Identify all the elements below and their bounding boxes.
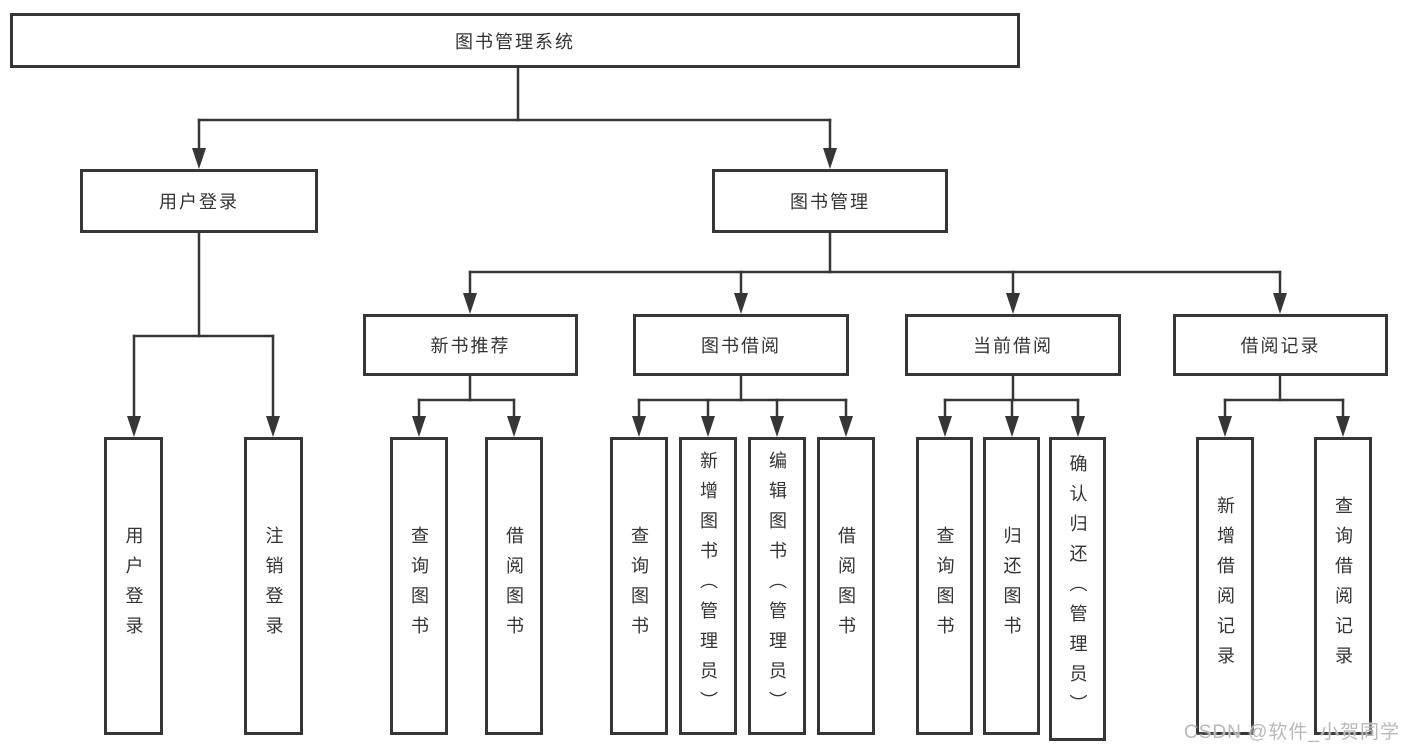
node-current-borrow: 当前借阅 — [905, 314, 1121, 376]
node-book-management: 图书管理 — [712, 169, 948, 233]
node-label: 编辑图书（管理员） — [767, 451, 787, 721]
leaf-logout: 注销登录 — [244, 437, 303, 735]
node-label: 查询借阅记录 — [1333, 496, 1353, 676]
node-label: 借阅图书 — [836, 526, 856, 646]
leaf-add-borrow-record: 新增借阅记录 — [1196, 437, 1254, 735]
node-label: 借阅图书 — [504, 526, 524, 646]
node-book-borrow: 图书借阅 — [633, 314, 849, 376]
leaf-query-books-current: 查询图书 — [916, 437, 973, 735]
node-label: 新书推荐 — [430, 336, 511, 356]
node-borrow-records: 借阅记录 — [1173, 314, 1388, 376]
node-label: 图书管理系统 — [455, 31, 575, 52]
leaf-edit-book-admin: 编辑图书（管理员） — [748, 437, 806, 735]
leaf-user-login: 用户登录 — [104, 437, 163, 735]
leaf-borrow-books-recommend: 借阅图书 — [485, 437, 543, 735]
leaf-query-borrow-record: 查询借阅记录 — [1314, 437, 1372, 735]
watermark: CSDN @软件_小贺同学 — [1184, 722, 1400, 743]
leaf-confirm-return-admin: 确认归还（管理员） — [1049, 437, 1106, 741]
node-label: 查询图书 — [934, 526, 955, 646]
arrowheads — [127, 148, 1350, 437]
leaf-query-books-borrow: 查询图书 — [610, 437, 668, 735]
leaf-query-books-recommend: 查询图书 — [390, 437, 448, 735]
node-label: 图书借阅 — [701, 336, 781, 356]
node-label: 查询图书 — [409, 526, 429, 646]
node-label: 用户登录 — [123, 526, 144, 646]
node-label: 新增借阅记录 — [1215, 496, 1235, 676]
node-label: 查询图书 — [629, 526, 649, 646]
node-label: 借阅记录 — [1240, 336, 1321, 356]
node-book-management-system: 图书管理系统 — [10, 13, 1020, 68]
node-label: 新增图书（管理员） — [698, 451, 718, 721]
leaf-borrow-books: 借阅图书 — [817, 437, 875, 735]
node-new-book-recommend: 新书推荐 — [363, 314, 578, 376]
node-label: 注销登录 — [263, 526, 284, 646]
node-label: 用户登录 — [159, 192, 239, 212]
node-label: 图书管理 — [790, 192, 870, 212]
node-user-login: 用户登录 — [80, 169, 318, 233]
node-label: 归还图书 — [1001, 526, 1022, 646]
leaf-return-book: 归还图书 — [983, 437, 1040, 735]
leaf-add-book-admin: 新增图书（管理员） — [679, 437, 737, 735]
node-label: 当前借阅 — [973, 336, 1053, 356]
node-label: 确认归还（管理员） — [1067, 454, 1088, 724]
